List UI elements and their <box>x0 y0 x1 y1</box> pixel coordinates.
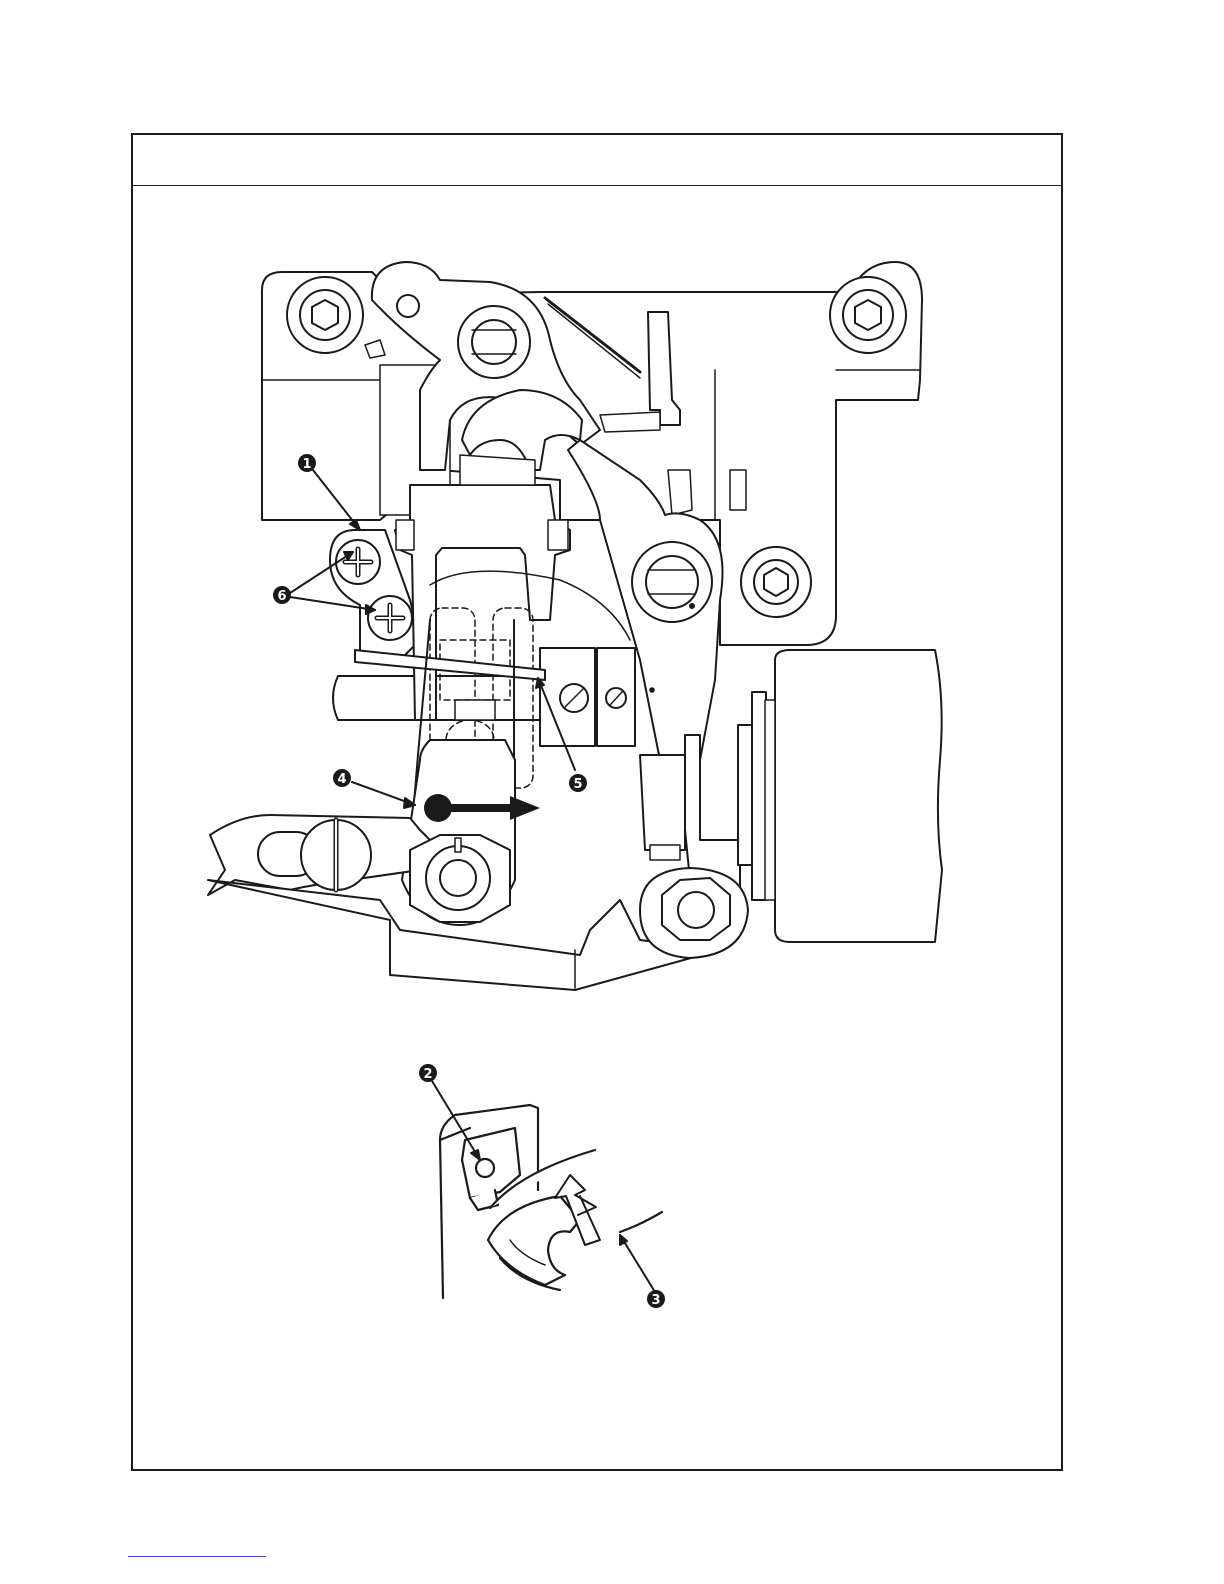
callout-3-label: 3 <box>651 1293 660 1308</box>
callout-4-label: 4 <box>337 772 346 787</box>
hex-nut-bottom-center <box>410 835 510 922</box>
callout-1: 1 <box>298 454 316 472</box>
callout-1-label: 1 <box>302 457 311 472</box>
callout-5: 5 <box>569 774 587 792</box>
hex-bolt-top-left <box>287 277 363 353</box>
footer-rule <box>128 1556 266 1557</box>
callout-6: 6 <box>273 586 291 604</box>
callout-2-label: 2 <box>423 1067 432 1082</box>
callout-5-label: 5 <box>573 777 582 792</box>
hex-nut-bottom-right <box>640 868 748 958</box>
right-link-lower <box>640 755 685 850</box>
callout-2: 2 <box>419 1064 437 1082</box>
hex-bolt-top-right <box>830 277 906 353</box>
callout-6-label: 6 <box>277 589 286 604</box>
phillips-screw-lower <box>368 596 412 640</box>
phillips-screw-upper <box>336 540 380 584</box>
hex-bolt-middle-right <box>741 547 811 617</box>
main-assembly-drawing <box>208 262 942 990</box>
right-block <box>775 650 942 942</box>
callout-4: 4 <box>333 769 351 787</box>
detail-right-line <box>620 1212 662 1232</box>
detail-drawing <box>440 1105 662 1298</box>
callout-3: 3 <box>647 1290 665 1308</box>
